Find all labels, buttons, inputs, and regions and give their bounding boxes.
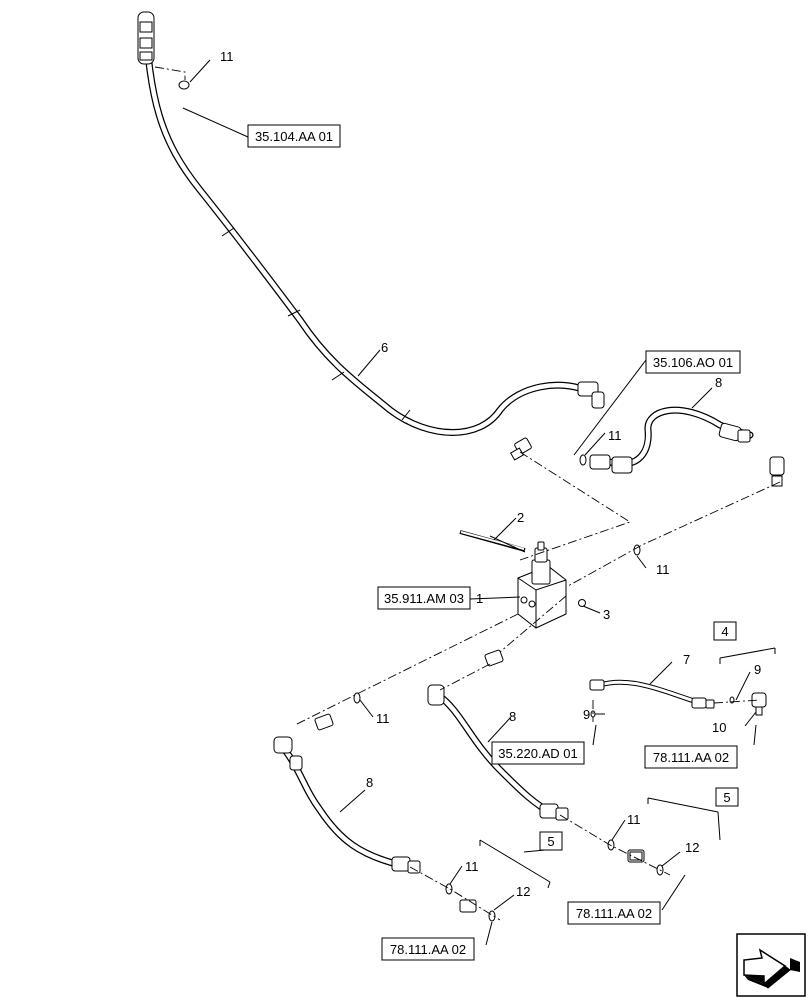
bolt-2 (459, 530, 526, 553)
plug-3 (578, 599, 586, 607)
callout-11: 11 (608, 428, 622, 443)
fitting-upper-left (509, 437, 532, 461)
hose-6 (137, 11, 605, 436)
svg-text:35.106.AO 01: 35.106.AO 01 (653, 355, 733, 370)
ref-78-111-aa-02-right[interactable]: 78.111.AA 02 (644, 745, 738, 769)
svg-text:35.104.AA 01: 35.104.AA 01 (255, 129, 333, 144)
callout-3: 3 (603, 607, 610, 622)
callout-box-5-right: 5 (715, 787, 739, 807)
ref-35-104-aa-01[interactable]: 35.104.AA 01 (247, 124, 341, 148)
hose-8-lower (273, 736, 421, 874)
ref-35-106-ao-01[interactable]: 35.106.AO 01 (645, 350, 741, 374)
ref-35-911-am-03[interactable]: 35.911.AM 03 (377, 586, 471, 610)
callout-9: 9 (583, 707, 590, 722)
svg-text:5: 5 (547, 834, 554, 849)
callout-2: 2 (517, 510, 524, 525)
svg-text:5: 5 (723, 790, 730, 805)
leader-lines (182, 59, 776, 946)
adapter-lower-left (459, 899, 477, 913)
callout-box-5-left: 5 (539, 831, 563, 851)
valve-block-1 (517, 541, 567, 629)
ref-78-111-aa-02-middle[interactable]: 78.111.AA 02 (567, 901, 661, 925)
svg-text:78.111.AA 02: 78.111.AA 02 (653, 750, 729, 765)
callout-12: 12 (685, 840, 699, 855)
fitting-mid (484, 649, 504, 667)
ref-35-220-ad-01[interactable]: 35.220.AD 01 (491, 741, 585, 765)
adapter-lower-middle (627, 849, 645, 863)
callout-8: 8 (509, 709, 516, 724)
svg-text:35.220.AD 01: 35.220.AD 01 (498, 746, 578, 761)
callout-11: 11 (627, 812, 641, 827)
callout-numbers: 11 6 8 11 2 11 1 3 7 9 9 10 11 8 8 11 12… (220, 49, 761, 899)
callout-12: 12 (516, 884, 530, 899)
callout-8: 8 (366, 775, 373, 790)
fitting-left (314, 713, 334, 731)
hose-8-upper (589, 406, 785, 487)
callout-10: 10 (712, 720, 726, 735)
o-rings (178, 80, 735, 922)
callout-11: 11 (465, 859, 479, 874)
svg-text:78.111.AA 02: 78.111.AA 02 (576, 906, 652, 921)
callout-box-4: 4 (713, 621, 737, 641)
svg-text:4: 4 (721, 624, 728, 639)
callout-1: 1 (476, 591, 483, 606)
callout-9: 9 (754, 662, 761, 677)
callout-6: 6 (381, 340, 388, 355)
callout-8: 8 (715, 375, 722, 390)
ref-78-111-aa-02-left[interactable]: 78.111.AA 02 (381, 937, 475, 961)
svg-text:78.111.AA 02: 78.111.AA 02 (390, 942, 466, 957)
svg-text:35.911.AM 03: 35.911.AM 03 (384, 591, 464, 606)
hose-7 (589, 679, 715, 709)
callout-11: 11 (376, 711, 390, 726)
fitting-10 (751, 692, 767, 716)
navigation-arrow-icon[interactable] (736, 933, 806, 997)
callout-7: 7 (683, 652, 690, 667)
callout-11: 11 (656, 562, 670, 577)
callout-11: 11 (220, 49, 234, 64)
center-lines (154, 66, 781, 921)
